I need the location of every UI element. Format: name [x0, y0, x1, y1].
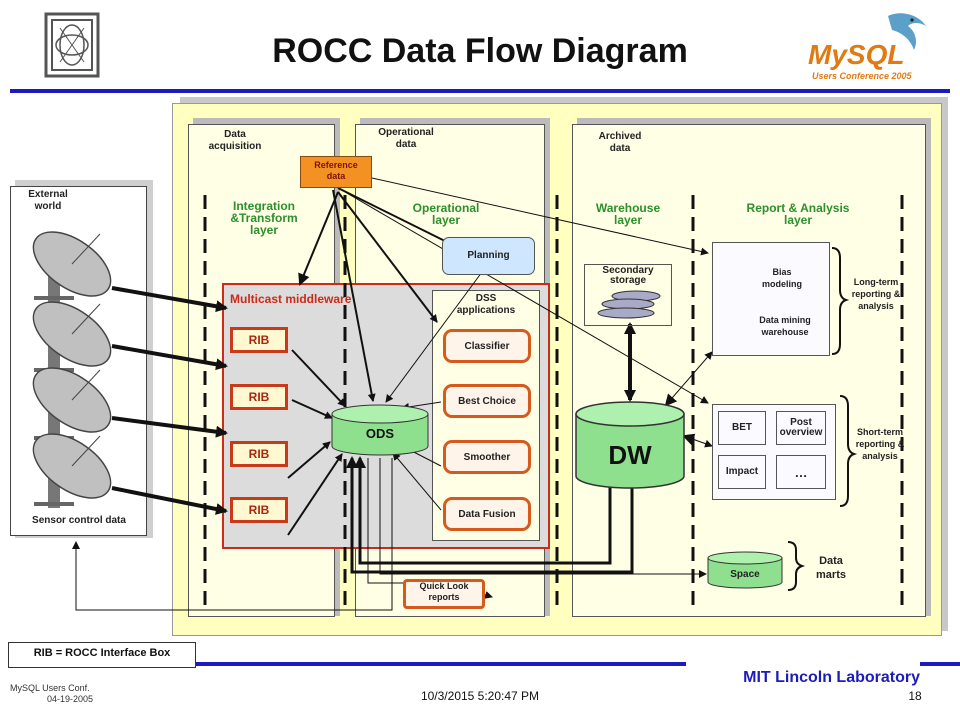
archived-title-2: data: [609, 143, 631, 154]
quick-look-label-2: reports: [428, 592, 460, 602]
acquisition-title-1: Data: [224, 129, 246, 140]
secondary-storage-box: [584, 264, 672, 326]
reference-data-arrows: [298, 187, 452, 402]
secondary-storage-label-2: storage: [609, 275, 647, 286]
integration-layer-1: Integration: [233, 199, 295, 213]
conference-subtitle: Users Conference 2005: [812, 71, 912, 81]
quick-look-reports-box: [403, 579, 485, 609]
long-term-label-2: reporting &: [851, 289, 901, 299]
dw-ods-loops: [346, 456, 634, 574]
external-world-title-1: External: [28, 189, 68, 200]
operational-title-1: Operational: [378, 127, 434, 138]
warehouse-layer-1: Warehouse: [595, 201, 661, 215]
post-overview-label-2: overview: [779, 427, 823, 438]
braces: [787, 247, 858, 591]
ods-label: ODS: [365, 426, 395, 441]
rib-to-ods-arrows: [287, 349, 346, 536]
long-term-label-3: analysis: [858, 301, 894, 311]
planning-box: [442, 237, 535, 275]
reference-data-box: [300, 156, 372, 188]
warehouse-layer-2: layer: [613, 213, 643, 227]
mysql-wordmark: MySQL: [808, 39, 905, 70]
report-layer-2: layer: [783, 213, 813, 227]
operational-layer-2: layer: [431, 213, 461, 227]
ods-connections: [385, 271, 483, 511]
lincoln-lab-logo: [42, 10, 102, 80]
space-label: Space: [730, 569, 760, 580]
secondary-storage-label-1: Secondary: [602, 265, 654, 276]
space-cylinder: [707, 551, 783, 589]
rib-legend-box: [8, 642, 196, 668]
long-term-box: [712, 242, 830, 356]
multicast-middleware-title: Multicast middleware: [230, 292, 352, 306]
reference-data-label-1: Reference: [314, 160, 358, 170]
radar-antenna-4: [32, 433, 112, 508]
sensor-control-label: Sensor control data: [32, 515, 126, 526]
slide-datetime: 10/3/2015 5:20:47 PM: [420, 689, 540, 703]
bet-box: BET: [718, 411, 766, 445]
secondary-storage-disks: [597, 290, 661, 319]
long-term-label-1: Long-term: [853, 277, 899, 287]
external-world-title-2: world: [34, 201, 62, 212]
data-mining-label-2: warehouse: [761, 327, 809, 337]
short-term-label-3: analysis: [862, 451, 898, 461]
ods-cylinder: [331, 404, 429, 456]
data-mining-label-1: Data mining: [759, 315, 811, 325]
rib-box-3: RIB: [230, 441, 288, 467]
radar-antenna-2: [32, 301, 112, 374]
rib-box-1: RIB: [230, 327, 288, 353]
sensor-to-rib-arrows: [111, 286, 228, 515]
rib-box-4: RIB: [230, 497, 288, 523]
data-marts-label-2: marts: [816, 569, 846, 581]
dss-title-1: DSS: [475, 293, 497, 304]
page-number: 18: [908, 689, 922, 703]
conf-line-1: MySQL Users Conf.: [10, 683, 90, 693]
integration-layer-2: &Transform: [230, 211, 298, 225]
short-term-label-1: Short-term: [856, 427, 903, 437]
operational-layer-1: Operational: [412, 201, 480, 215]
dw-links: [664, 351, 713, 448]
lab-name: MIT Lincoln Laboratory: [743, 669, 920, 686]
post-overview-box: Post overview: [776, 411, 826, 445]
sensor-control-arrow: [72, 458, 393, 611]
impact-box: Impact: [718, 455, 766, 489]
planning-label: Planning: [467, 250, 510, 261]
mysql-conference-logo: MySQL Users Conference 2005: [800, 8, 940, 83]
more-box: …: [776, 455, 826, 489]
dw-cylinder: [575, 401, 685, 489]
dss-title-2: applications: [456, 305, 516, 316]
dss-best-choice: Best Choice: [443, 384, 531, 418]
radar-antenna-1: [32, 231, 112, 302]
dss-classifier: Classifier: [443, 329, 531, 363]
dw-label: DW: [608, 440, 652, 470]
reference-to-report-arrows: [344, 177, 709, 404]
rib-box-2: RIB: [230, 384, 288, 410]
bias-modeling-label-1: Bias: [772, 267, 792, 277]
operational-title-2: data: [395, 139, 417, 150]
data-marts-label-1: Data: [819, 555, 843, 567]
page-title: ROCC Data Flow Diagram: [272, 32, 688, 70]
acquisition-title-2: acquisition: [208, 141, 262, 152]
post-overview-label-1: Post: [790, 417, 812, 428]
reference-data-label-2: data: [326, 171, 346, 181]
rib-legend-text: RIB = ROCC Interface Box: [33, 647, 171, 659]
dss-smoother: Smoother: [443, 440, 531, 474]
header-rule: [10, 89, 950, 93]
report-layer-1: Report & Analysis: [746, 201, 850, 215]
bias-modeling-label-2: modeling: [762, 279, 802, 289]
short-term-label-2: reporting &: [855, 439, 905, 449]
dss-data-fusion: Data Fusion: [443, 497, 531, 531]
conf-line-2: 04-19-2005: [46, 694, 94, 704]
quick-look-label-1: Quick Look: [419, 581, 469, 591]
integration-layer-3: layer: [249, 223, 279, 237]
archived-title-1: Archived: [598, 131, 642, 142]
